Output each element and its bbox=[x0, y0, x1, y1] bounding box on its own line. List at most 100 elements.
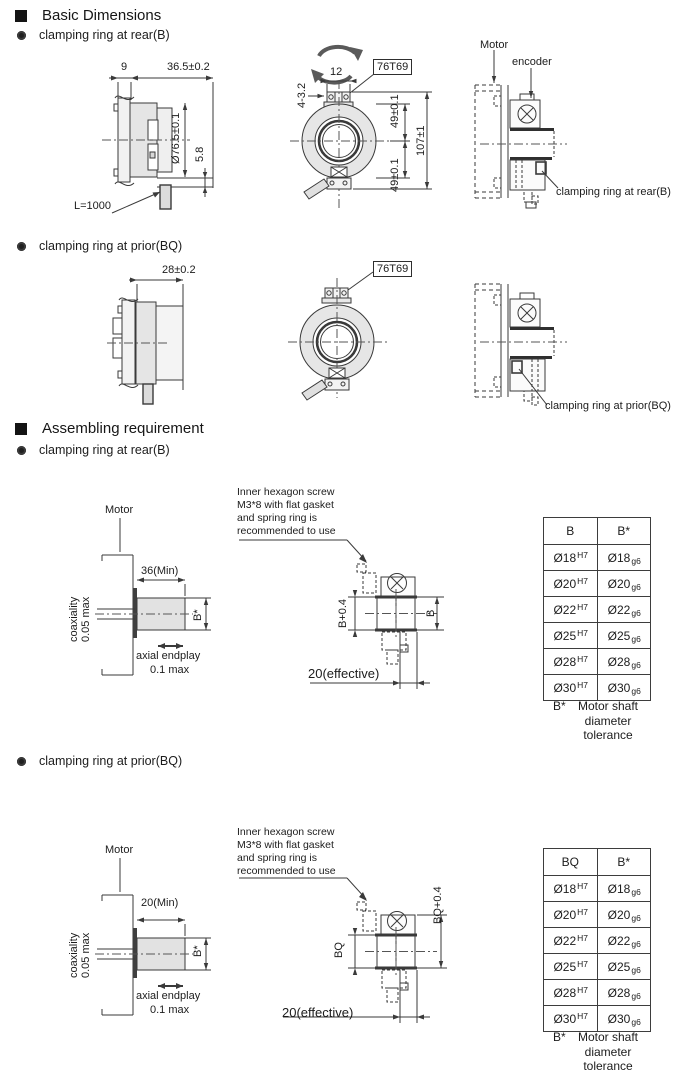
coupling-drawing-rear bbox=[239, 539, 444, 689]
endplay-label-line2: 0.1 max bbox=[150, 664, 190, 676]
bullet-label: clamping ring at rear(B) bbox=[39, 28, 170, 42]
endplay-label-line1: axial endplay bbox=[136, 990, 201, 1002]
mount-view-drawing-rear bbox=[474, 50, 567, 209]
dim-min-insertion: 20(Min) bbox=[141, 897, 179, 909]
endplay-label-line2: 0.1 max bbox=[150, 1004, 190, 1016]
front-view-drawing-prior bbox=[288, 271, 389, 401]
part-number-box: 76T69 bbox=[373, 59, 413, 75]
front-view-drawing-rear bbox=[290, 44, 432, 210]
dim-12: 12 bbox=[330, 66, 343, 78]
coaxiality-line1: coaxiality bbox=[68, 596, 80, 642]
coupling-drawing-prior bbox=[239, 877, 447, 1023]
col-header-bore: B bbox=[566, 524, 575, 538]
dim-flange-thickness: 9 bbox=[121, 61, 128, 73]
shaft-drawing-prior bbox=[95, 858, 211, 1016]
side-view-drawing-prior bbox=[107, 277, 184, 405]
coaxiality-label: coaxiality 0.05 max bbox=[68, 933, 92, 978]
section-title-assembling: Assembling requirement bbox=[42, 420, 204, 437]
dim-107: 107±1 bbox=[415, 125, 427, 156]
bullet-prior-assembling: clamping ring at prior(BQ) bbox=[17, 754, 182, 768]
motor-label: Motor bbox=[105, 504, 134, 516]
coaxiality-line1: coaxiality bbox=[68, 932, 80, 978]
col-header-bore: BQ bbox=[561, 855, 579, 869]
section-title-basic: Basic Dimensions bbox=[42, 7, 162, 24]
dim-min-insertion: 36(Min) bbox=[141, 565, 179, 577]
dim-effective: 20(effective) bbox=[282, 1005, 354, 1020]
encoder-label: encoder bbox=[512, 56, 552, 68]
endplay-label-line1: axial endplay bbox=[136, 650, 201, 662]
dim-depth-rear: 36.5±0.2 bbox=[167, 61, 210, 73]
section-square-icon bbox=[15, 422, 27, 435]
motor-label: Motor bbox=[480, 39, 509, 51]
bullet-dot-icon bbox=[17, 445, 26, 455]
dim-bore-plus: BQ+0.4 bbox=[432, 886, 444, 924]
col-header-shaft: B* bbox=[596, 849, 651, 875]
bullet-label: clamping ring at rear(B) bbox=[39, 443, 170, 457]
dim-depth-prior: 28±0.2 bbox=[162, 264, 196, 276]
dim-body-diameter: Ø76.5±0.1 bbox=[170, 112, 182, 164]
screw-note: Inner hexagon screw M3*8 with flat gaske… bbox=[237, 486, 336, 537]
motor-label: Motor bbox=[105, 844, 134, 856]
coaxiality-label: coaxiality 0.05 max bbox=[68, 597, 92, 642]
coaxiality-line2: 0.05 max bbox=[80, 932, 92, 978]
table-caption-symbol: B* bbox=[553, 1030, 566, 1044]
dim-49-top: 49±0.1 bbox=[389, 94, 401, 128]
section-basic-header: Basic Dimensions bbox=[15, 7, 161, 24]
bullet-label: clamping ring at prior(BQ) bbox=[39, 754, 183, 768]
col-header-shaft: B* bbox=[596, 518, 651, 544]
dim-bore: BQ bbox=[333, 942, 345, 958]
section-square-icon bbox=[15, 9, 27, 22]
clamp-prior-label: clamping ring at prior(BQ) bbox=[545, 400, 671, 412]
shaft-diameter-label: B* bbox=[192, 945, 204, 957]
bullet-rear-basic: clamping ring at rear(B) bbox=[17, 28, 170, 42]
dim-holes: 4-3.2 bbox=[296, 82, 308, 108]
bullet-prior-basic: clamping ring at prior(BQ) bbox=[17, 239, 182, 253]
bullet-dot-icon bbox=[17, 241, 26, 251]
dim-bore: B bbox=[425, 609, 437, 617]
section-assembling-header: Assembling requirement bbox=[15, 420, 204, 437]
shaft-drawing-rear bbox=[95, 518, 211, 676]
bullet-rear-assembling: clamping ring at rear(B) bbox=[17, 443, 170, 457]
bullet-dot-icon bbox=[17, 30, 26, 40]
coaxiality-line2: 0.05 max bbox=[80, 596, 92, 642]
bullet-label: clamping ring at prior(BQ) bbox=[39, 239, 183, 253]
side-view-drawing-rear bbox=[102, 75, 214, 214]
dim-effective: 20(effective) bbox=[308, 666, 380, 681]
